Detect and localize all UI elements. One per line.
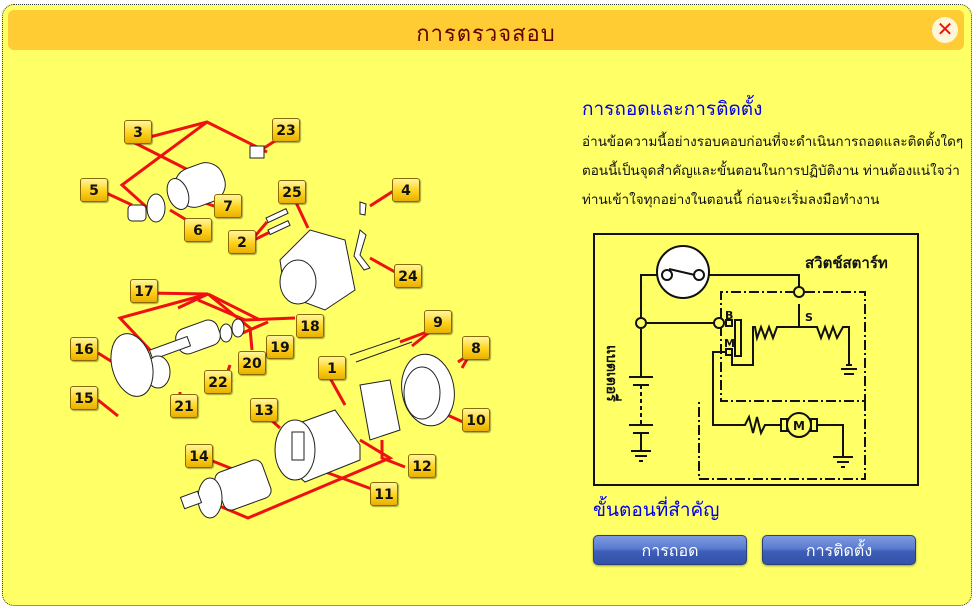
close-icon[interactable]: ✕ bbox=[932, 17, 958, 43]
part-tag-12[interactable]: 12 bbox=[408, 454, 436, 478]
section-description: อ่านข้อความนี้อย่างรอบคอบก่อนที่จะดำเนิน… bbox=[582, 128, 967, 215]
circuit-schematic: สวิตช์สตาร์ท B M S M แบตเตอรี่ bbox=[603, 245, 888, 480]
part-tag-9[interactable]: 9 bbox=[424, 310, 452, 334]
part-tag-16[interactable]: 16 bbox=[70, 337, 98, 361]
part-tag-4[interactable]: 4 bbox=[392, 178, 420, 202]
terminal-s-label: S bbox=[805, 311, 813, 324]
terminal-m-label: M bbox=[724, 337, 735, 350]
part-tag-6[interactable]: 6 bbox=[184, 218, 212, 242]
part-tag-8[interactable]: 8 bbox=[462, 336, 490, 360]
part-tag-2[interactable]: 2 bbox=[228, 230, 256, 254]
part-tag-18[interactable]: 18 bbox=[296, 314, 324, 338]
part-tag-19[interactable]: 19 bbox=[266, 335, 294, 359]
part-tag-21[interactable]: 21 bbox=[170, 394, 198, 418]
exploded-parts-diagram: 3 23 5 7 6 25 4 2 24 17 18 19 20 16 22 1… bbox=[60, 110, 510, 530]
part-tag-20[interactable]: 20 bbox=[238, 351, 266, 375]
part-tag-5[interactable]: 5 bbox=[80, 178, 108, 202]
motor-label: M bbox=[793, 419, 805, 433]
part-tag-14[interactable]: 14 bbox=[185, 444, 213, 468]
part-tag-15[interactable]: 15 bbox=[70, 386, 98, 410]
parts-illustration bbox=[97, 120, 472, 520]
description-line: ท่านเข้าใจทุกอย่างในตอนนี้ ก่อนจะเริ่มลง… bbox=[582, 192, 880, 208]
description-line: อ่านข้อความนี้อย่างรอบคอบก่อนที่จะดำเนิน… bbox=[582, 134, 964, 150]
important-steps-title: ขั้นตอนที่สำคัญ bbox=[593, 499, 720, 521]
part-tag-11[interactable]: 11 bbox=[370, 482, 398, 506]
description-line: ตอนนี้เป็นจุดสำคัญและขั้นตอนในการปฏิบัติ… bbox=[582, 163, 960, 179]
part-tag-22[interactable]: 22 bbox=[204, 370, 232, 394]
terminal-b-label: B bbox=[725, 309, 733, 322]
part-tag-1[interactable]: 1 bbox=[318, 356, 346, 380]
part-tag-25[interactable]: 25 bbox=[278, 180, 306, 204]
part-tag-7[interactable]: 7 bbox=[214, 194, 242, 218]
battery-label: แบตเตอรี่ bbox=[603, 345, 622, 402]
installation-button[interactable]: การติดตั้ง bbox=[762, 535, 916, 565]
dialog-title: การตรวจสอบ bbox=[416, 22, 556, 47]
part-tag-3[interactable]: 3 bbox=[124, 120, 152, 144]
section-title: การถอดและการติดตั้ง bbox=[582, 98, 763, 120]
part-tag-17[interactable]: 17 bbox=[130, 279, 158, 303]
starter-circuit-diagram: สวิตช์สตาร์ท B M S M แบตเตอรี่ bbox=[593, 233, 919, 486]
part-tag-24[interactable]: 24 bbox=[394, 264, 422, 288]
title-bar: การตรวจสอบ bbox=[8, 10, 964, 50]
switch-label: สวิตช์สตาร์ท bbox=[805, 254, 888, 272]
part-tag-13[interactable]: 13 bbox=[250, 398, 278, 422]
part-drawings bbox=[110, 145, 455, 519]
part-tag-23[interactable]: 23 bbox=[272, 118, 300, 142]
removal-button[interactable]: การถอด bbox=[593, 535, 747, 565]
part-tag-10[interactable]: 10 bbox=[462, 408, 490, 432]
